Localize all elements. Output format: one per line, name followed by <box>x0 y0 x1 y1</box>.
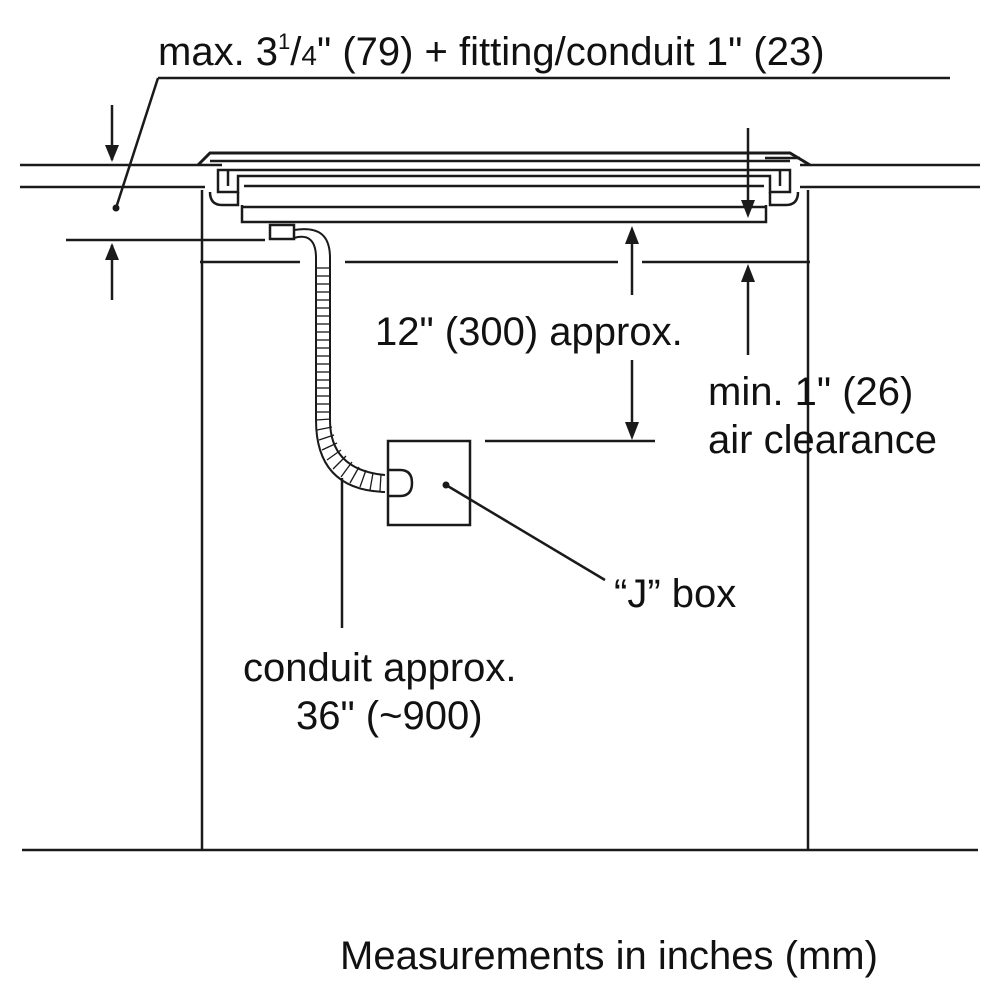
top-label-prefix: max. 3 <box>158 30 279 74</box>
air-clearance-label-line1: min. 1" (26) <box>708 370 914 414</box>
cooktop <box>196 151 811 224</box>
top-dimension-label: max. 31/4" (79) + fitting/conduit 1" (23… <box>158 29 825 74</box>
footer-note: Measurements in inches (mm) <box>340 934 878 978</box>
air-clearance-dimension <box>741 264 755 355</box>
top-label-subscript: 4 <box>301 40 317 71</box>
top-label-slash: / <box>290 30 302 74</box>
conduit-label-line2: 36" (~900) <box>296 694 483 738</box>
left-dimension <box>66 76 950 300</box>
countertop <box>20 163 980 189</box>
cabinet <box>22 190 978 852</box>
top-clearance-arrow <box>741 128 800 218</box>
conduit-label-line1: conduit approx. <box>243 646 517 690</box>
j-box <box>386 439 606 582</box>
j-box-label: “J” box <box>614 572 737 616</box>
top-label-rest: " (79) + fitting/conduit 1" (23) <box>317 30 825 74</box>
conduit <box>268 223 386 628</box>
twelve-inch-label: 12" (300) approx. <box>375 310 683 354</box>
top-label-superscript: 1 <box>278 29 291 54</box>
twelve-inch-dimension <box>485 226 655 443</box>
air-clearance-label-line2: air clearance <box>708 418 938 462</box>
